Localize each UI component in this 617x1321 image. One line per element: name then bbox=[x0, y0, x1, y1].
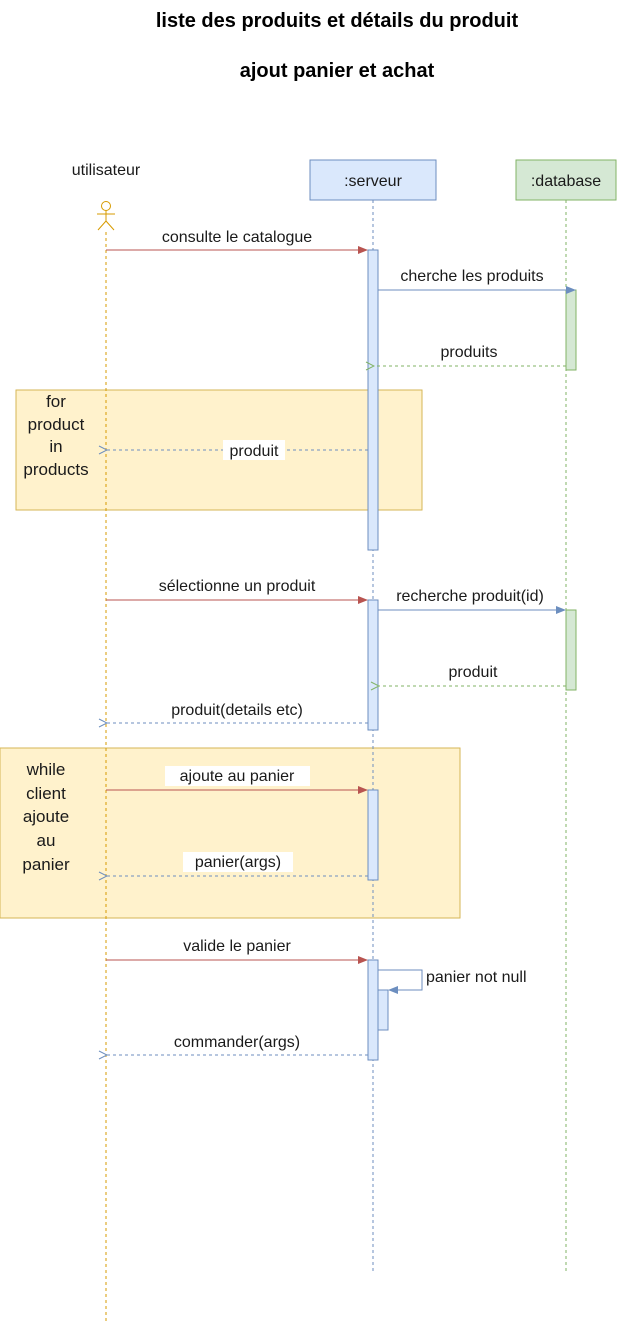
message-produit-loop-label-bg bbox=[223, 440, 285, 460]
message-commander-return-label: commander(args) bbox=[174, 1034, 300, 1051]
actor-label: utilisateur bbox=[72, 162, 141, 179]
database-participant-label: :database bbox=[531, 173, 601, 190]
server-participant-label: :serveur bbox=[344, 173, 402, 190]
message-ajoute-label: ajoute au panier bbox=[180, 768, 295, 785]
server-self-activation bbox=[377, 989, 389, 1031]
message-produits-return-label: produits bbox=[441, 344, 498, 361]
message-self-check-arrow bbox=[378, 969, 423, 994]
message-panier-label-bg bbox=[183, 852, 293, 872]
server-activation-2 bbox=[367, 599, 379, 731]
server-activation-1 bbox=[367, 249, 379, 551]
message-self-check-label: panier not null bbox=[426, 969, 527, 986]
message-valide-label: valide le panier bbox=[183, 938, 291, 955]
message-ajoute-label-bg bbox=[165, 766, 310, 786]
message-details-return-label: produit(details etc) bbox=[171, 702, 303, 719]
message-cherche-label: cherche les produits bbox=[400, 268, 543, 285]
message-panier-return-label: panier(args) bbox=[195, 854, 281, 871]
database-activation-1 bbox=[565, 289, 577, 371]
database-participant-box[interactable] bbox=[515, 159, 617, 201]
svg-text:in: in bbox=[49, 437, 62, 456]
svg-text:while: while bbox=[26, 760, 66, 779]
svg-text:au: au bbox=[37, 831, 56, 850]
server-participant-box[interactable] bbox=[309, 159, 437, 201]
svg-text:products: products bbox=[23, 460, 88, 479]
message-produit-loop-label: produit bbox=[230, 443, 279, 460]
svg-text:for: for bbox=[46, 392, 66, 411]
svg-text:ajoute: ajoute bbox=[23, 807, 69, 826]
loop-fragment-label: for product in products bbox=[23, 392, 88, 479]
while-fragment-label: while client ajoute au panier bbox=[22, 760, 70, 874]
message-recherche-label: recherche produit(id) bbox=[396, 588, 544, 605]
svg-text:product: product bbox=[28, 415, 85, 434]
message-selectionne-label: sélectionne un produit bbox=[159, 578, 316, 595]
diagram-title: liste des produits et détails du produit bbox=[156, 10, 519, 32]
stick-figure-icon bbox=[97, 201, 115, 231]
diagram-subtitle: ajout panier et achat bbox=[240, 60, 435, 82]
server-activation-3 bbox=[367, 789, 379, 881]
message-consulte-label: consulte le catalogue bbox=[162, 229, 312, 246]
svg-text:panier: panier bbox=[22, 855, 70, 874]
svg-text:client: client bbox=[26, 784, 66, 803]
message-produit-db-return-label: produit bbox=[449, 664, 498, 681]
server-activation-4 bbox=[367, 959, 379, 1061]
database-activation-2 bbox=[565, 609, 577, 691]
